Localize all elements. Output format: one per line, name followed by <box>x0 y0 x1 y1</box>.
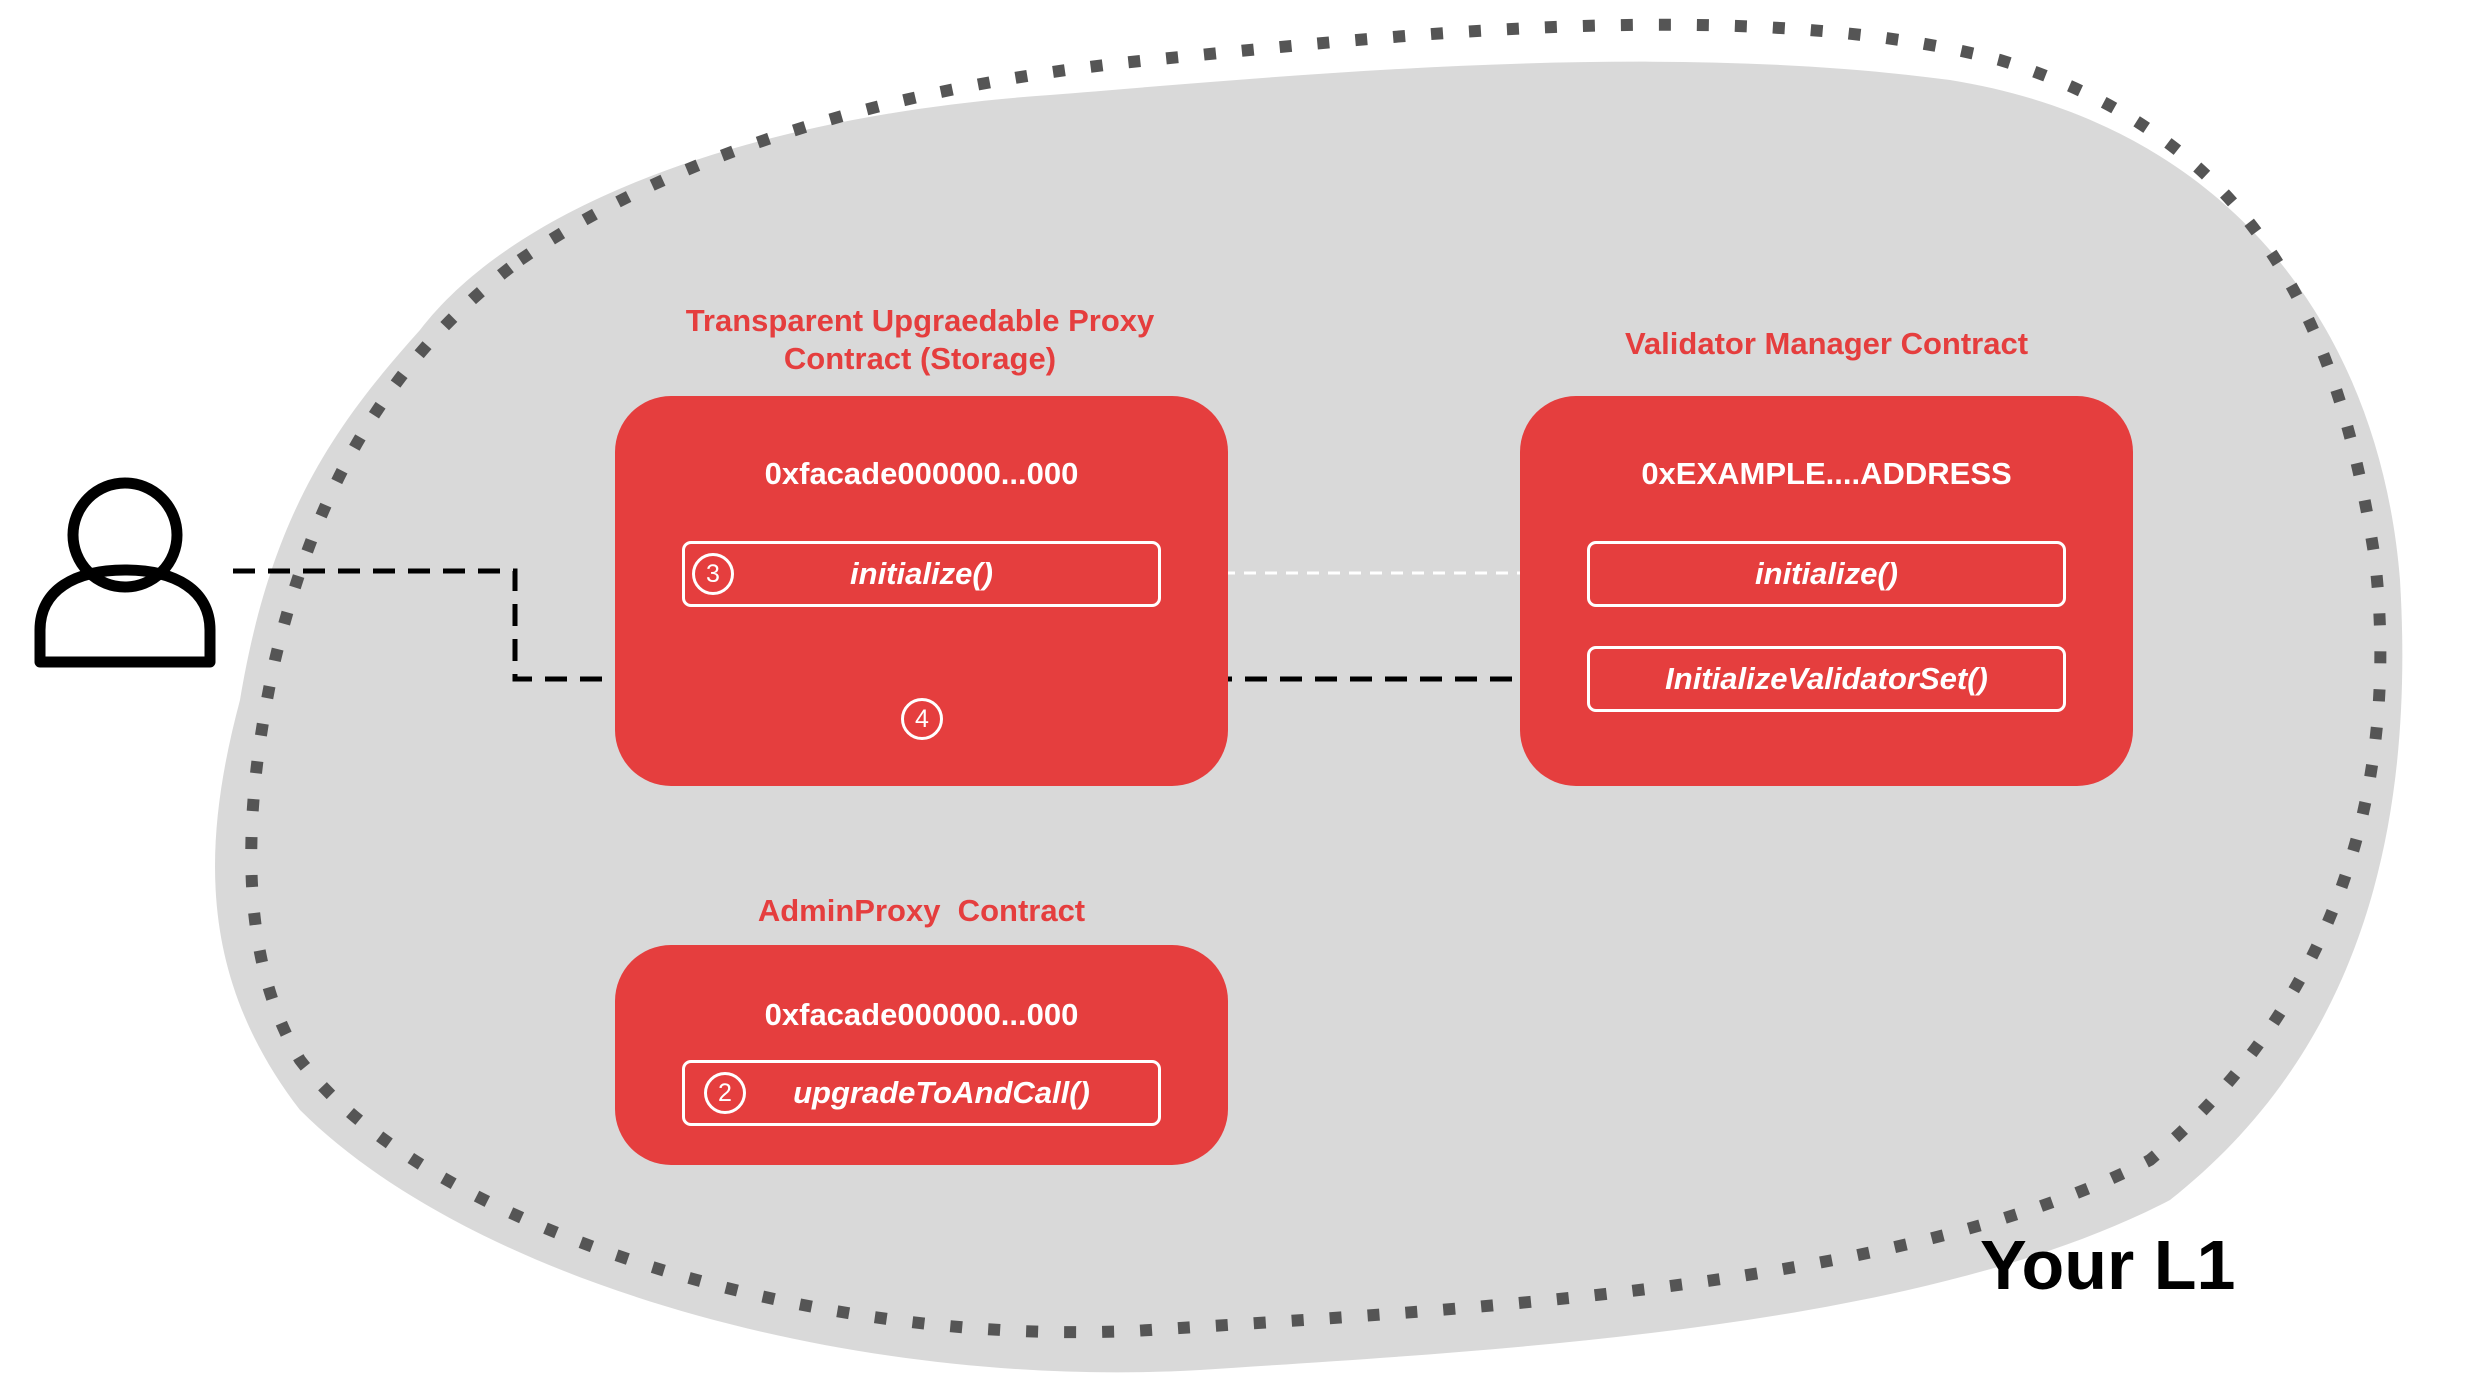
proxy-title-line2: Contract (Storage) <box>783 341 1057 376</box>
upgrade-to-and-call-label: upgradeToAndCall() <box>793 1075 1090 1110</box>
step-4-badge: 4 <box>901 698 943 740</box>
upgrade-to-and-call-method[interactable]: upgradeToAndCall() <box>682 1060 1161 1126</box>
step-2-badge: 2 <box>704 1072 746 1114</box>
validator-contract-title: Validator Manager Contract <box>1624 326 2029 361</box>
validator-contract-card: 0xEXAMPLE....ADDRESS initialize() Initia… <box>1520 396 2133 786</box>
l1-boundary <box>245 18 2387 1339</box>
admin-contract-title: AdminProxy Contract <box>757 893 1086 928</box>
validator-initialize-label: initialize() <box>1755 556 1898 591</box>
initialize-validator-set-method[interactable]: InitializeValidatorSet() <box>1587 646 2066 712</box>
proxy-contract-address: 0xfacade000000...000 <box>764 456 1079 491</box>
step-3-badge: 3 <box>692 553 734 595</box>
validator-initialize-method[interactable]: initialize() <box>1587 541 2066 607</box>
user-icon <box>34 477 216 668</box>
proxy-contract-card: 0xfacade000000...000 initialize() 3 4 <box>615 396 1228 786</box>
proxy-contract-title: Transparent Upgraedable Proxy Contract (… <box>620 302 1220 378</box>
admin-contract-card: 0xfacade000000...000 upgradeToAndCall() … <box>615 945 1228 1165</box>
l1-label: Your L1 <box>1980 1226 2236 1304</box>
proxy-initialize-label: initialize() <box>850 556 993 591</box>
proxy-initialize-method[interactable]: initialize() <box>682 541 1161 607</box>
initialize-validator-set-label: InitializeValidatorSet() <box>1665 661 1988 696</box>
admin-contract-address: 0xfacade000000...000 <box>764 997 1079 1032</box>
validator-contract-address: 0xEXAMPLE....ADDRESS <box>1641 456 2012 491</box>
proxy-title-line1: Transparent Upgraedable Proxy <box>685 303 1155 338</box>
